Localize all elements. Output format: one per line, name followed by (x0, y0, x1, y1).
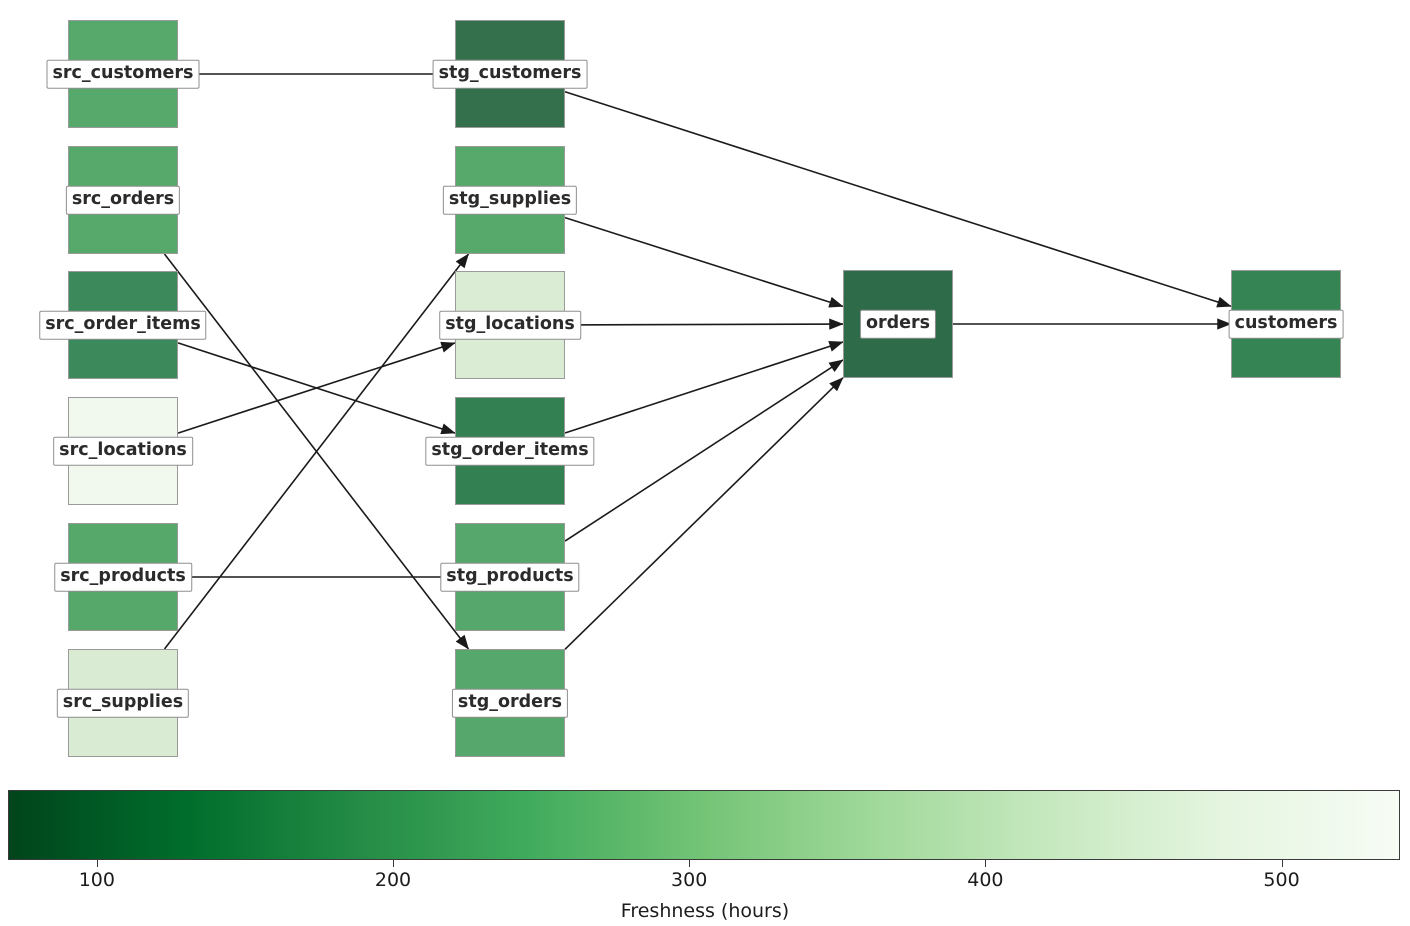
colorbar-tick-200 (393, 860, 395, 867)
colorbar-tick-label-300: 300 (671, 869, 708, 891)
edge-stg_supplies-to-orders (564, 216, 844, 308)
colorbar-gradient (8, 790, 1400, 860)
node-label-src_customers: src_customers (46, 59, 200, 89)
edge-layer (163, 73, 1232, 650)
node-label-stg_orders: stg_orders (451, 688, 569, 718)
edges-group (163, 73, 1232, 650)
node-label-stg_customers: stg_customers (432, 59, 588, 89)
edge-stg_orders-to-orders (564, 377, 844, 650)
edge-stg_products-to-orders (564, 359, 844, 542)
node-label-src_orders: src_orders (65, 185, 181, 215)
colorbar-tick-100 (96, 860, 98, 867)
edge-src_locations-to-stg_locations (177, 341, 456, 434)
edge-stg_order_items-to-orders (564, 340, 844, 434)
node-label-stg_products: stg_products (440, 562, 580, 592)
colorbar-tick-label-400: 400 (967, 869, 1004, 891)
colorbar-tick-label-500: 500 (1263, 869, 1300, 891)
colorbar-tick-label-200: 200 (374, 869, 412, 891)
colorbar-axis-label: Freshness (hours) (620, 900, 790, 922)
node-label-src_locations: src_locations (53, 436, 193, 466)
node-label-src_products: src_products (54, 562, 192, 592)
node-label-stg_locations: stg_locations (439, 310, 581, 340)
node-label-customers: customers (1228, 309, 1344, 339)
colorbar-tick-label-100: 100 (78, 869, 115, 891)
node-label-orders: orders (859, 309, 937, 339)
colorbar-tick-400 (985, 860, 987, 867)
node-label-stg_order_items: stg_order_items (425, 436, 595, 466)
colorbar-tick-300 (689, 860, 691, 867)
node-label-stg_supplies: stg_supplies (442, 185, 578, 215)
edge-src_orders-to-stg_orders (163, 253, 470, 650)
colorbar-tick-500 (1281, 860, 1283, 867)
colorbar: 100 200 300 400 500 Freshness (hours) (0, 780, 1410, 926)
node-label-src_supplies: src_supplies (56, 688, 190, 718)
edge-src_order_items-to-stg_order_items (177, 342, 456, 435)
edge-stg_locations-to-orders (564, 318, 844, 330)
edge-src_supplies-to-stg_supplies (163, 253, 470, 650)
node-label-src_order_items: src_order_items (39, 310, 207, 340)
